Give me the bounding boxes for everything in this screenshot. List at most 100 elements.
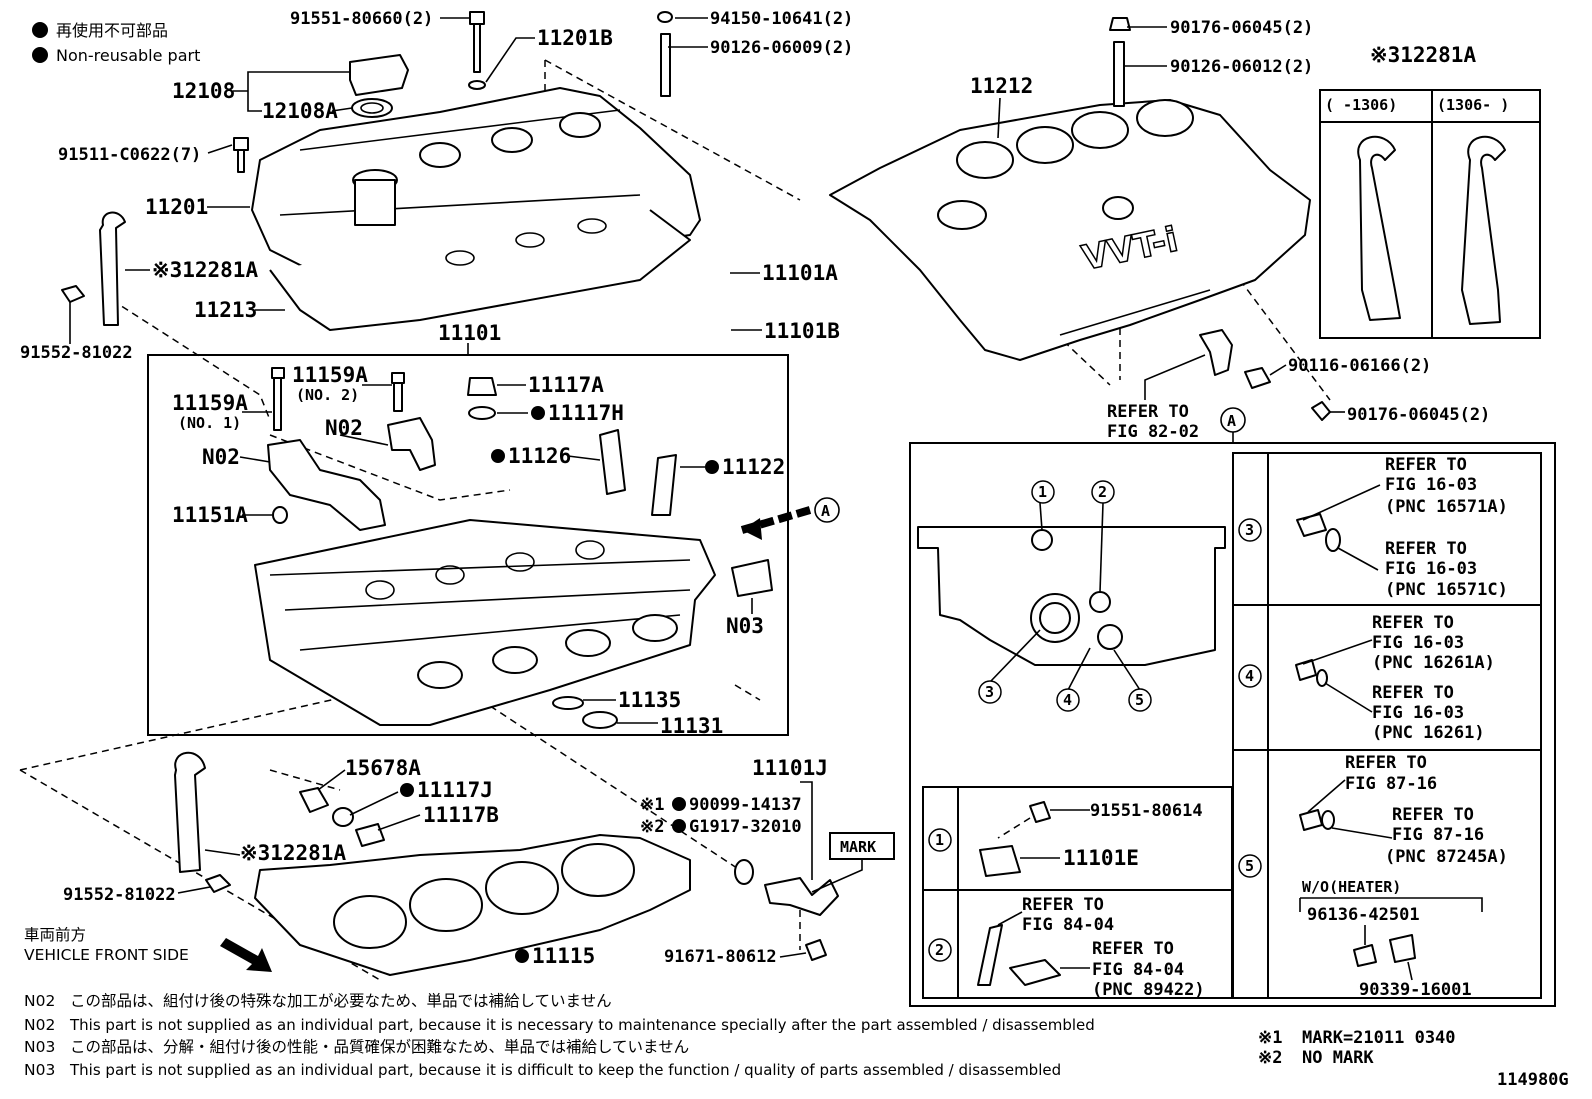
- part-11213: 11213: [194, 298, 257, 322]
- part-91552-81022-top: 91552-81022: [20, 343, 133, 363]
- refer-fig-82-02-l1: REFER TO: [1107, 402, 1189, 422]
- part-91551-80614: 91551-80614: [1090, 801, 1203, 821]
- non-reusable-dot-icon: [531, 406, 545, 420]
- legend-en: Non-reusable part: [56, 46, 200, 65]
- part-11201: 11201: [145, 195, 208, 219]
- non-reusable-dot-icon: [32, 22, 48, 38]
- part-11159A-no1-sub: (NO. 1): [178, 414, 241, 432]
- callout-4: 4: [1063, 691, 1072, 709]
- wo-heater-label: W/O(HEATER): [1302, 878, 1401, 896]
- row5-num: 5: [1245, 857, 1254, 875]
- part-11101B: 11101B: [764, 319, 840, 343]
- row1-num: 1: [935, 831, 944, 849]
- part-90176-06045-top: 90176-06045(2): [1170, 18, 1313, 38]
- row3-ref1-l2: FIG 16-03: [1385, 475, 1477, 495]
- part-11101E: 11101E: [1063, 846, 1139, 870]
- part-11117J: 11117J: [417, 778, 493, 802]
- part-90116-06166: 90116-06166(2): [1288, 356, 1431, 376]
- cylinder-head-cover-drawing: [233, 11, 701, 331]
- cylinder-head-drawing: A: [254, 367, 840, 729]
- part-11117B: 11117B: [423, 803, 499, 827]
- part-91551-80660: 91551-80660(2): [290, 9, 433, 29]
- detail-a: A 1 2 3 4 5 3 4: [909, 407, 1556, 1007]
- callout-2: 2: [1098, 483, 1107, 501]
- part-11201B: 11201B: [537, 26, 613, 50]
- part-N02-a: N02: [325, 416, 363, 440]
- non-reusable-dot-icon: [32, 47, 48, 63]
- row4-ref1-l1: REFER TO: [1372, 613, 1454, 633]
- non-reusable-dot-icon: [672, 819, 686, 833]
- part-94150-10641: 94150-10641(2): [710, 9, 853, 29]
- lower-parts-drawing: MARK: [254, 787, 895, 976]
- callout-5: 5: [1135, 691, 1144, 709]
- note-3-text: この部品は、分解・組付け後の性能・品質確保が困難なため、単品では補給していません: [70, 1038, 689, 1056]
- note-1-code: N02: [24, 992, 55, 1010]
- front-side-en: VEHICLE FRONT SIDE: [24, 946, 189, 964]
- row2-ref1-l1: REFER TO: [1022, 895, 1104, 915]
- mark-1: ※1: [640, 795, 664, 815]
- leader-lines: [69, 17, 1345, 958]
- row4-ref2-l2: FIG 16-03: [1372, 703, 1464, 723]
- row5-ref2-l2: FIG 87-16: [1392, 825, 1484, 845]
- note-4-text: This part is not supplied as an individu…: [69, 1061, 1061, 1079]
- note-3-code: N03: [24, 1038, 55, 1056]
- row5-ref2-l1: REFER TO: [1392, 805, 1474, 825]
- row4-ref2-l1: REFER TO: [1372, 683, 1454, 703]
- non-reusable-dot-icon: [672, 797, 686, 811]
- legend: 再使用不可部品 Non-reusable part: [32, 21, 200, 65]
- part-11101A: 11101A: [762, 261, 838, 285]
- engine-cover-drawing: VVT-i: [829, 17, 1331, 421]
- mark-legend-2-key: ※2: [1258, 1048, 1282, 1068]
- part-90126-06009: 90126-06009(2): [710, 38, 853, 58]
- notes: N02 この部品は、組付け後の特殊な加工が必要なため、単品では補給していません …: [24, 992, 1095, 1079]
- row3-ref1-l3: (PNC 16571A): [1385, 497, 1508, 517]
- part-11101J: 11101J: [752, 756, 828, 780]
- row4-ref2-l3: (PNC 16261): [1372, 723, 1485, 743]
- row4-ref1-l2: FIG 16-03: [1372, 633, 1464, 653]
- part-11159A-no2: 11159A: [292, 363, 368, 387]
- part-11101: 11101: [438, 321, 501, 345]
- part-91671-80612: 91671-80612: [664, 947, 777, 967]
- part-12281A-bottom: ※312281A: [240, 841, 346, 865]
- non-reusable-dot-icon: [705, 460, 719, 474]
- non-reusable-dot-icon: [400, 783, 414, 797]
- part-11159A-no2-sub: (NO. 2): [296, 386, 359, 404]
- part-15678A: 15678A: [345, 756, 421, 780]
- part-91552-81022-bottom: 91552-81022: [63, 885, 176, 905]
- mark-legend-2-value: NO MARK: [1302, 1048, 1374, 1068]
- mark-box-label: MARK: [840, 838, 876, 856]
- part-N03: N03: [726, 614, 764, 638]
- note-2-code: N02: [24, 1016, 55, 1034]
- callout-3: 3: [985, 683, 994, 701]
- detail-a-circle-label: A: [1227, 412, 1236, 430]
- refer-fig-82-02-l2: FIG 82-02: [1107, 422, 1199, 442]
- part-12108: 12108: [172, 79, 235, 103]
- legend-ja: 再使用不可部品: [56, 21, 168, 40]
- non-reusable-dot-icon: [491, 449, 505, 463]
- part-96136-42501: 96136-42501: [1307, 905, 1420, 925]
- part-12281A-left: ※312281A: [152, 258, 258, 282]
- arrow-a-label: A: [821, 502, 830, 520]
- row3-ref1-l1: REFER TO: [1385, 455, 1467, 475]
- part-90099-14137: 90099-14137: [689, 795, 802, 815]
- mark-legend: ※1 MARK=21011 0340 ※2 NO MARK: [1258, 1028, 1456, 1068]
- non-reusable-dot-icon: [515, 949, 529, 963]
- part-11115: 11115: [532, 944, 595, 968]
- row3-ref2-l3: (PNC 16571C): [1385, 580, 1508, 600]
- part-12281A-inset: ※312281A: [1370, 43, 1476, 67]
- callout-circles: 1 2 3 4 5: [978, 480, 1152, 712]
- row3-num: 3: [1245, 521, 1254, 539]
- part-11135: 11135: [618, 688, 681, 712]
- mark-legend-1-key: ※1: [1258, 1028, 1282, 1048]
- part-11117H: 11117H: [548, 401, 624, 425]
- part-11117A: 11117A: [528, 373, 604, 397]
- row2-num: 2: [935, 941, 944, 959]
- part-11122: 11122: [722, 455, 785, 479]
- front-arrow-icon: [220, 938, 272, 972]
- engine-hanger-drawings: [61, 211, 231, 893]
- vehicle-front-side: 車両前方 VEHICLE FRONT SIDE: [24, 926, 272, 972]
- row2-ref2-l1: REFER TO: [1092, 939, 1174, 959]
- row5-ref1-l2: FIG 87-16: [1345, 774, 1437, 794]
- part-91511-C0622: 91511-C0622(7): [58, 145, 201, 165]
